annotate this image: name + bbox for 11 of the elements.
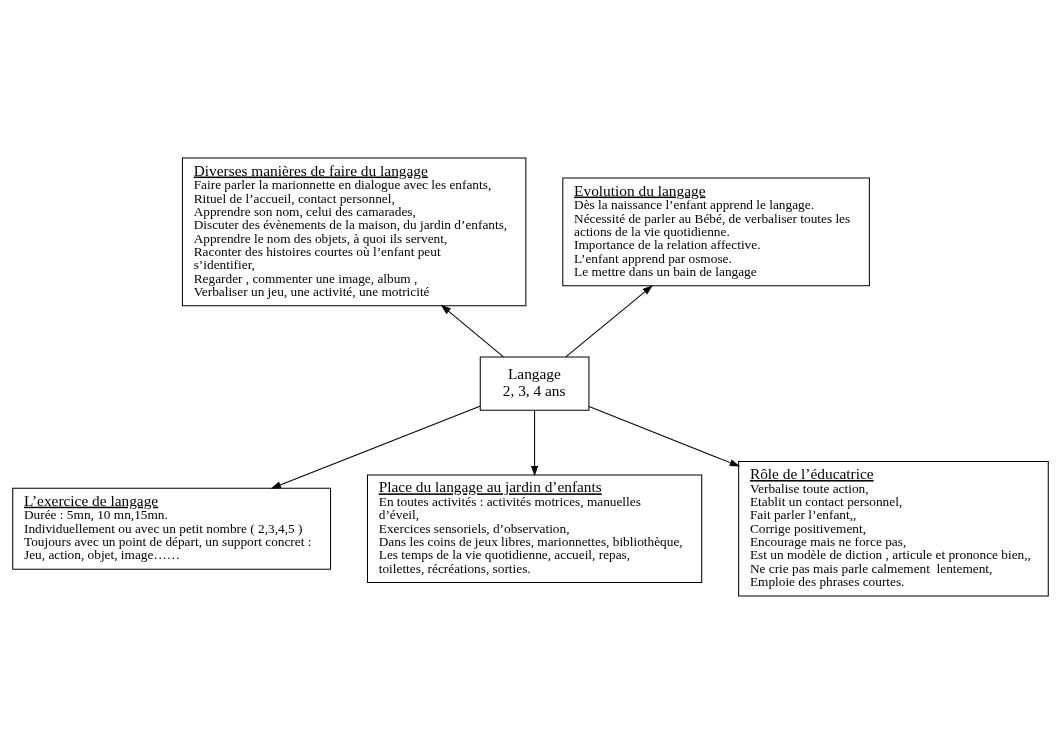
node-box: Place du langage au jardin d’enfants En toutes activités : activités motrices, manuelles d’éveil, Exercices sensoriels, d’observation, Dans les coins de jeux libres, marionnettes, bibliothèque, Les temps de la vie quotidienne, accueil, repas, toilettes, récréations, sorties. — [366, 474, 703, 584]
node-box: Langage 2, 3, 4 ans — [479, 356, 590, 411]
arrow — [565, 285, 653, 358]
arrow — [588, 405, 741, 467]
arrow — [440, 304, 504, 358]
node-box: Evolution du langage Dès la naissance l’enfant apprend le langage. Nécessité de parler au Bébé, de verbaliser toutes les actions de la vie quotidienne. Importance de la relation affective. L’enfant apprend par osmose. Le mettre dans un bain de langage — [562, 177, 870, 287]
node-box: Diverses manières de faire du langage Faire parler la marionnette en dialogue avec les enfants, Rituel de l’accueil, contact personnel, Apprendre son nom, celui des camarades, Discuter des évènements de la maison, du jardin d’enfants, Apprendre le nom des objets, à quoi ils servent, Raconter des histoires courtes où l’enfant peut s’identifier, Regarder , commenter une image, album , Verbaliser un jeu, une activité, une motricité — [181, 157, 527, 307]
node-box: L’exercice de langage Durée : 5mn, 10 mn,15mn. Individuellement ou avec un petit nombre ( 2,3,4,5 ) Toujours avec un point de départ, un support concret : Jeu, action, objet, image…… — [12, 487, 332, 570]
node-box: Rôle de l’éducatrice Verbalise toute action, Etablit un contact personnel, Fait parler l’enfant,, Corrige positivement, Encourage mais ne force pas, Est un modèle de diction , articule et prononce bien,, Ne crie pas mais parle calmement lentement, Emploie des phrases courtes. — [738, 461, 1049, 597]
arrow — [270, 405, 481, 489]
arrow — [531, 410, 539, 477]
